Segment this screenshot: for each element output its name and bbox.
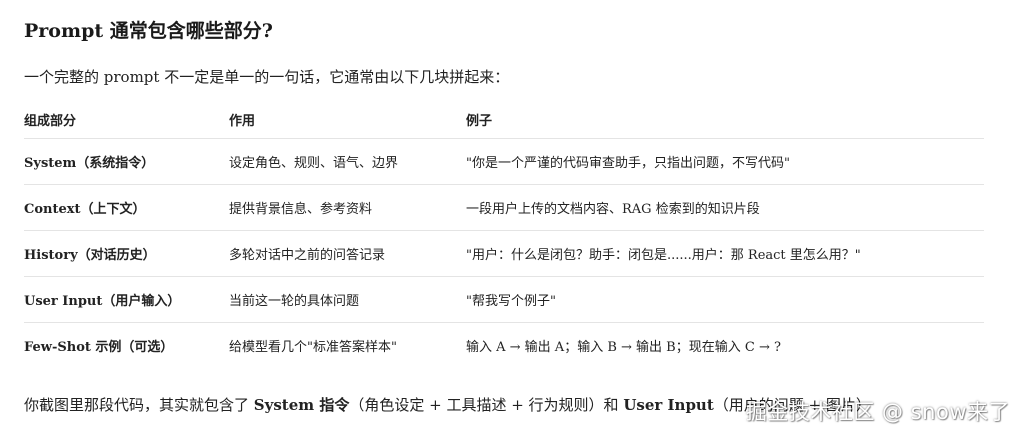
summary-bold-system: System 指令 bbox=[253, 396, 350, 414]
cell-part: History（对话历史） bbox=[24, 230, 229, 277]
cell-purpose: 给模型看几个"标准答案样本" bbox=[229, 322, 466, 368]
prompt-parts-table: 组成部分 作用 例子 System（系统指令） 设定角色、规则、语气、边界 "你… bbox=[24, 100, 984, 368]
cell-purpose: 当前这一轮的具体问题 bbox=[229, 276, 466, 323]
summary-paragraph: 你截图里那段代码，其实就包含了 System 指令（角色设定 + 工具描述 + … bbox=[24, 394, 871, 415]
cell-purpose: 设定角色、规则、语气、边界 bbox=[229, 138, 466, 185]
table-header-row: 组成部分 作用 例子 bbox=[24, 100, 984, 139]
summary-bold-user-input: User Input bbox=[623, 396, 714, 414]
intro-paragraph: 一个完整的 prompt 不一定是单一的一句话，它通常由以下几块拼起来： bbox=[24, 68, 510, 86]
cell-example: 输入 A → 输出 A；输入 B → 输出 B；现在输入 C → ? bbox=[466, 322, 984, 368]
cell-example: "用户：什么是闭包？助手：闭包是......用户：那 React 里怎么用？" bbox=[466, 230, 984, 277]
cell-purpose: 提供背景信息、参考资料 bbox=[229, 184, 466, 231]
cell-purpose: 多轮对话中之前的问答记录 bbox=[229, 230, 466, 277]
table-row: Context（上下文） 提供背景信息、参考资料 一段用户上传的文档内容、RAG… bbox=[24, 184, 984, 231]
table-row: User Input（用户输入） 当前这一轮的具体问题 "帮我写个例子" bbox=[24, 276, 984, 323]
column-header-part: 组成部分 bbox=[24, 113, 77, 129]
cell-example: 一段用户上传的文档内容、RAG 检索到的知识片段 bbox=[466, 184, 984, 231]
section-heading: Prompt 通常包含哪些部分? bbox=[24, 20, 273, 42]
cell-part: Context（上下文） bbox=[24, 184, 229, 231]
table-row: Few-Shot 示例（可选） 给模型看几个"标准答案样本" 输入 A → 输出… bbox=[24, 322, 984, 368]
summary-text-1: 你截图里那段代码，其实就包含了 bbox=[24, 396, 254, 414]
summary-text-3: （用户的问题 + 图片） bbox=[713, 396, 871, 414]
cell-part: System（系统指令） bbox=[24, 138, 229, 185]
table-row: System（系统指令） 设定角色、规则、语气、边界 "你是一个严谨的代码审查助… bbox=[24, 138, 984, 185]
table-row: History（对话历史） 多轮对话中之前的问答记录 "用户：什么是闭包？助手：… bbox=[24, 230, 984, 277]
cell-example: "帮我写个例子" bbox=[466, 276, 984, 323]
cell-part: User Input（用户输入） bbox=[24, 276, 229, 323]
cell-part: Few-Shot 示例（可选） bbox=[24, 322, 229, 368]
summary-text-2: （角色设定 + 工具描述 + 行为规则）和 bbox=[349, 396, 624, 414]
column-header-example: 例子 bbox=[466, 113, 493, 129]
cell-example: "你是一个严谨的代码审查助手，只指出问题，不写代码" bbox=[466, 138, 984, 185]
watermark: 掘金技术社区 @ snow来了 bbox=[745, 400, 1010, 424]
column-header-purpose: 作用 bbox=[229, 113, 256, 129]
